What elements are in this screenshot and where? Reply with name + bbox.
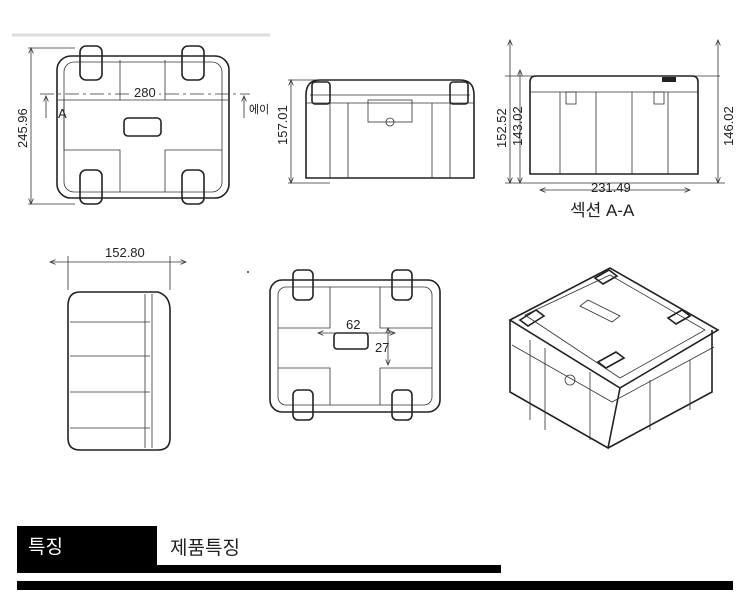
section-marker: 에이 (249, 103, 269, 116)
front-view: A 280 에이 245.96 (15, 45, 269, 205)
dimension-143-02: 143.02 (510, 106, 525, 146)
height-dimension: 157.01 (275, 105, 290, 145)
width-dimension: 152.80 (105, 245, 145, 260)
side-view: 157.01 (275, 80, 475, 183)
title-underline (157, 565, 501, 573)
section-divider (17, 581, 733, 590)
end-view: 152.80 (50, 245, 186, 451)
height-dimension: 245.96 (15, 108, 30, 148)
section-view: 152.52 143.02 146.02 231.49 섹션 A-A (494, 40, 736, 220)
isometric-view (508, 267, 720, 450)
dimension-231-49: 231.49 (591, 180, 631, 195)
dimension-146-02: 146.02 (721, 106, 736, 146)
features-tab-label: 특징 (28, 536, 63, 558)
width-dimension: 280 (134, 85, 156, 100)
section-letter: A (58, 106, 67, 121)
width-dimension: 62 (346, 317, 360, 332)
section-title: 섹션 A-A (570, 201, 635, 220)
dimension-152-52: 152.52 (494, 108, 509, 148)
features-tab (17, 526, 157, 573)
bottom-view: 62 27 (247, 269, 441, 421)
features-title: 제품특징 (170, 537, 240, 559)
height-dimension: 27 (375, 340, 389, 355)
